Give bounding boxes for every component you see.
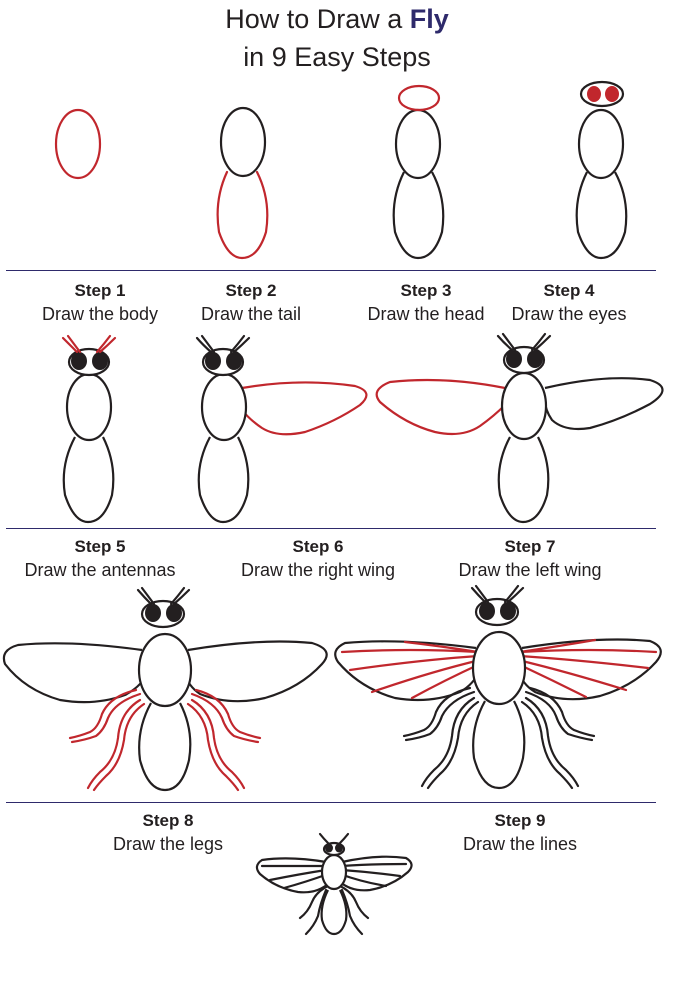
step-3-caption: Step 3 Draw the head xyxy=(326,280,526,326)
step-8-caption: Step 8 Draw the legs xyxy=(68,810,268,856)
step-9-drawing xyxy=(334,584,662,790)
step-4-drawing xyxy=(575,80,628,260)
row-divider-2 xyxy=(6,528,656,529)
title-subject: Fly xyxy=(409,4,449,34)
step-6-description: Draw the right wing xyxy=(240,560,396,580)
step-5-number: Step 5 xyxy=(74,537,126,556)
step-3-drawing xyxy=(392,84,445,260)
final-fly-drawing xyxy=(255,832,413,936)
step-2-drawing xyxy=(216,106,269,260)
step-9-number: Step 9 xyxy=(494,811,546,830)
row-divider-3 xyxy=(6,802,656,803)
step-2-caption: Step 2 Draw the tail xyxy=(151,280,351,326)
step-9-description: Draw the lines xyxy=(462,834,578,854)
step-1-description: Draw the body xyxy=(41,304,159,324)
step-2-description: Draw the tail xyxy=(200,304,302,324)
step-7-number: Step 7 xyxy=(504,537,556,556)
step-3-number: Step 3 xyxy=(400,281,452,300)
step-1-caption: Step 1 Draw the body xyxy=(0,280,200,326)
step-8-number: Step 8 xyxy=(142,811,194,830)
step-1-drawing xyxy=(54,108,102,180)
step-6-caption: Step 6 Draw the right wing xyxy=(218,536,418,582)
step-6-number: Step 6 xyxy=(292,537,344,556)
step-6-drawing xyxy=(195,334,368,524)
step-8-drawing xyxy=(2,586,328,792)
page-title-line1: How to Draw a Fly xyxy=(0,2,674,36)
page-title-line2: in 9 Easy Steps xyxy=(243,42,431,72)
step-5-drawing xyxy=(61,334,117,524)
step-5-caption: Step 5 Draw the antennas xyxy=(0,536,200,582)
title-prefix: How to Draw a xyxy=(225,4,403,34)
step-7-caption: Step 7 Draw the left wing xyxy=(430,536,630,582)
step-8-description: Draw the legs xyxy=(112,834,224,854)
step-5-description: Draw the antennas xyxy=(24,560,176,580)
step-2-number: Step 2 xyxy=(225,281,277,300)
step-7-drawing xyxy=(375,332,664,524)
step-1-number: Step 1 xyxy=(74,281,126,300)
step-3-description: Draw the head xyxy=(367,304,485,324)
step-7-description: Draw the left wing xyxy=(458,560,602,580)
step-9-caption: Step 9 Draw the lines xyxy=(420,810,620,856)
step-4-description: Draw the eyes xyxy=(511,304,627,324)
step-4-number: Step 4 xyxy=(543,281,595,300)
step-4-caption: Step 4 Draw the eyes xyxy=(469,280,669,326)
row-divider-1 xyxy=(6,270,656,271)
